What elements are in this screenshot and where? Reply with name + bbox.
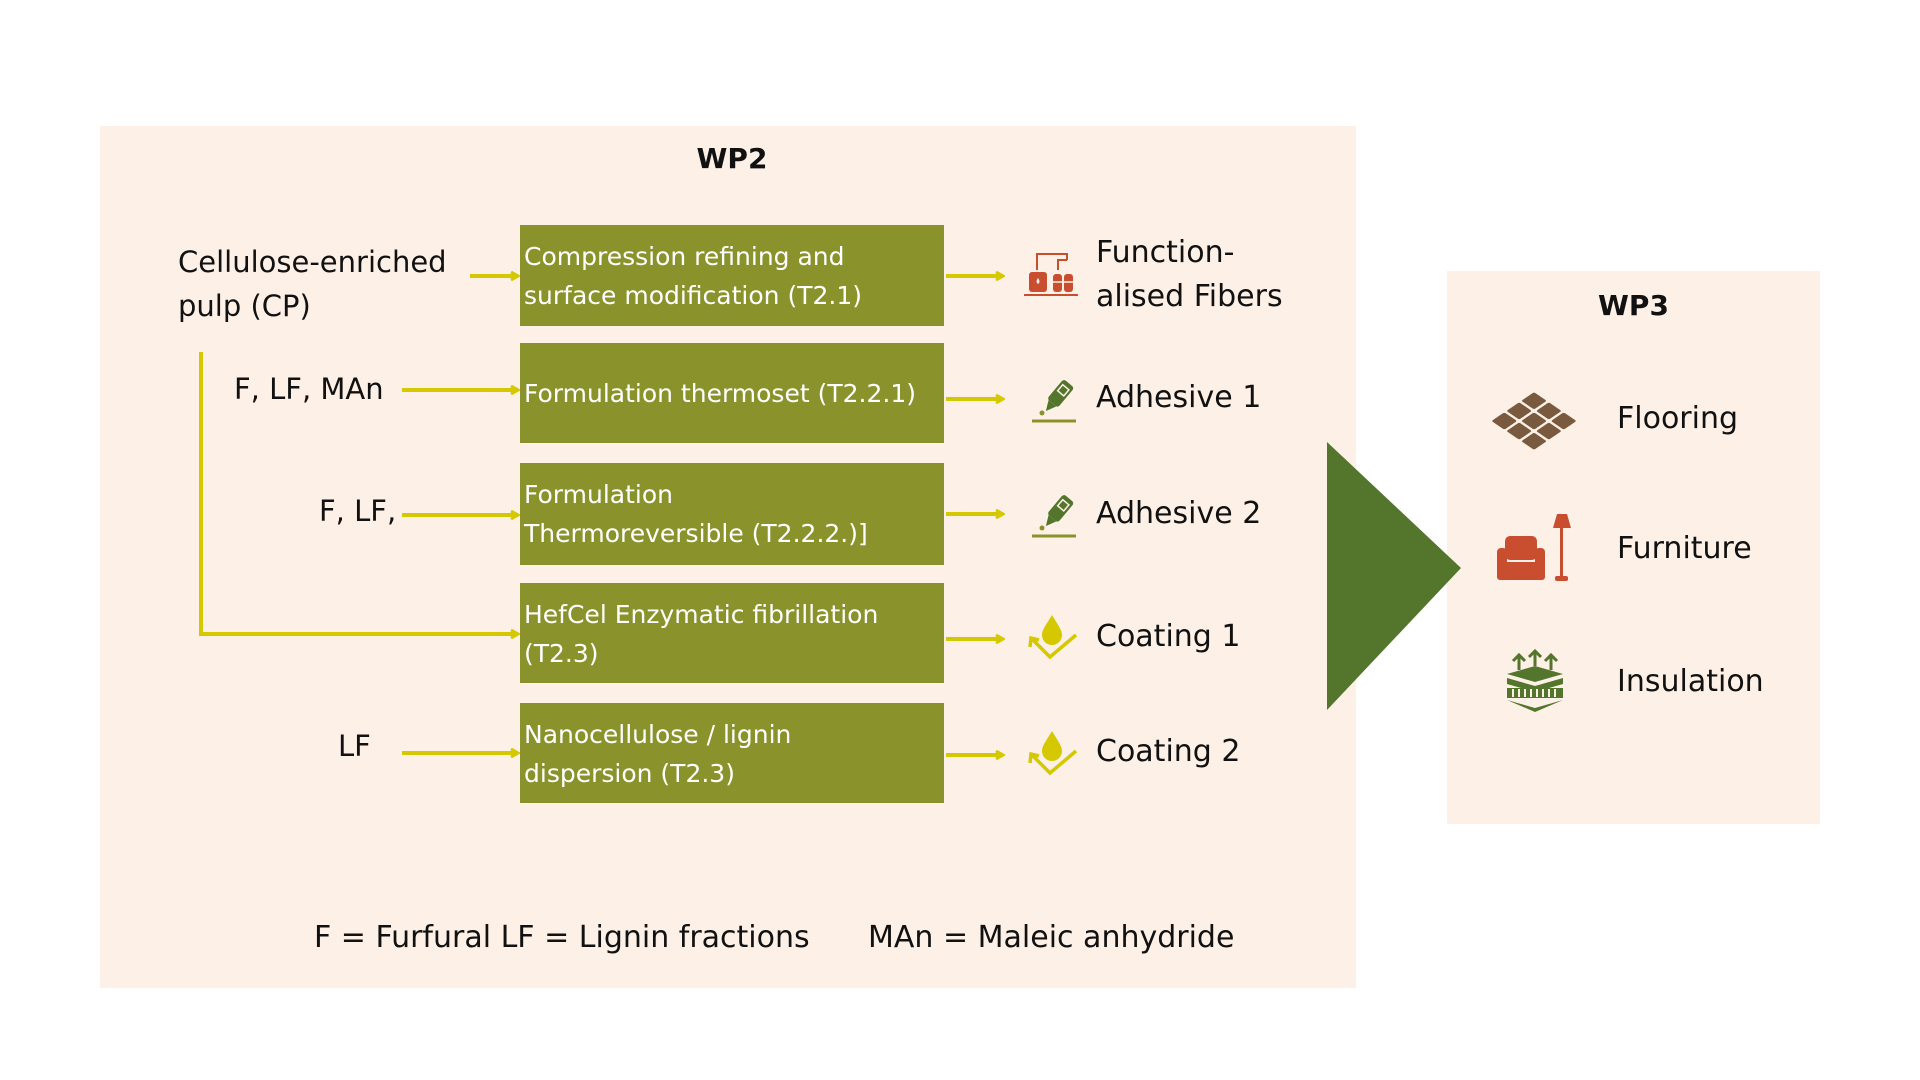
input-cellulose-pulp: Cellulose-enriched pulp (CP) — [178, 240, 447, 328]
process-text-line2: Thermoreversible (T2.2.2.)] — [524, 519, 868, 548]
input-cellulose-pulp-line2: pulp (CP) — [178, 289, 311, 323]
output-coating-1: Coating 1 — [1096, 619, 1241, 654]
drop-coating-icon — [1028, 731, 1078, 776]
input-cellulose-pulp-line1: Cellulose-enriched — [178, 245, 447, 279]
process-text-line1: HefCel Enzymatic fibrillation — [524, 600, 879, 629]
wp3-item-insulation: Insulation — [1617, 664, 1764, 699]
glue-bottle-icon — [1032, 495, 1076, 538]
floor-tiles-icon — [1492, 392, 1576, 450]
legend-furfural-lignin: F = Furfural LF = Lignin fractions — [314, 920, 810, 955]
output-functionalised-fibers: Function- alised Fibers — [1096, 231, 1283, 319]
legend-maleic-anhydride: MAn = Maleic anhydride — [868, 920, 1235, 955]
wp2-to-wp3-triangle — [1327, 442, 1461, 710]
process-box-compression-refining: Compression refining and surface modific… — [520, 225, 944, 326]
factory-icon — [1024, 253, 1078, 296]
process-box-nanocellulose-dispersion: Nanocellulose / lignin dispersion (T2.3) — [520, 703, 944, 803]
output-adhesive-1: Adhesive 1 — [1096, 380, 1262, 415]
process-text-line2: surface modification (T2.1) — [524, 281, 862, 310]
process-box-formulation-thermoset: Formulation thermoset (T2.2.1) — [520, 343, 944, 443]
process-text-line1: Compression refining and — [524, 242, 845, 271]
armchair-lamp-icon — [1497, 514, 1571, 581]
wp3-item-furniture: Furniture — [1617, 531, 1752, 566]
input-f-lf-man: F, LF, MAn — [234, 372, 384, 406]
process-box-formulation-thermoreversible: Formulation Thermoreversible (T2.2.2.)] — [520, 463, 944, 565]
drop-coating-icon — [1028, 615, 1078, 660]
input-f-lf: F, LF, — [319, 494, 397, 528]
connector-cp-to-hefcel — [199, 352, 518, 634]
output-adhesive-2: Adhesive 2 — [1096, 496, 1262, 531]
wp2-title: WP2 — [696, 142, 768, 175]
glue-bottle-icon — [1032, 380, 1076, 423]
process-text-line1: Formulation — [524, 480, 673, 509]
process-text-line2: dispersion (T2.3) — [524, 759, 735, 788]
insulation-layers-icon — [1507, 648, 1563, 712]
wp3-title: WP3 — [1598, 289, 1669, 322]
process-text-line1: Nanocellulose / lignin — [524, 720, 792, 749]
wp3-item-flooring: Flooring — [1617, 401, 1739, 436]
process-text-line2: (T2.3) — [524, 639, 599, 668]
output-coating-2: Coating 2 — [1096, 734, 1241, 769]
input-lf: LF — [338, 729, 371, 763]
output-line1: Function- — [1096, 235, 1235, 270]
output-line2: alised Fibers — [1096, 279, 1283, 314]
process-text-line1: Formulation thermoset (T2.2.1) — [524, 379, 916, 408]
process-box-hefcel-fibrillation: HefCel Enzymatic fibrillation (T2.3) — [520, 583, 944, 683]
